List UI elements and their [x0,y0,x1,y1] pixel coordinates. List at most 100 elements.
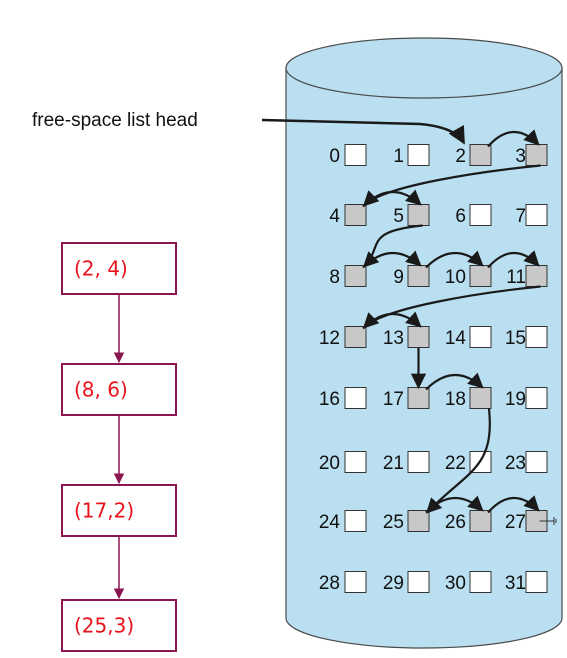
disk-block-28: 28 [319,571,367,594]
disk-block-27: 27 [505,510,548,533]
free-block-square [407,204,430,226]
block-number-8: 8 [329,267,340,288]
block-number-16: 16 [319,389,340,410]
block-number-7: 7 [515,206,526,227]
extent-label: (2, 4) [74,257,128,281]
free-block-square [469,510,492,532]
block-number-2: 2 [455,146,466,167]
extent-label: (17,2) [74,499,134,523]
free-link-arrow-18-25 [425,408,491,514]
disk-block-1: 1 [393,144,430,167]
block-number-10: 10 [445,267,466,288]
disk-block-8: 8 [329,265,367,288]
free-space-list-head-label: free-space list head [32,110,198,131]
free-block-square [344,265,367,287]
extent-box: (25,3) [61,599,177,652]
free-link-arrow-5-8 [362,224,423,268]
disk-block-29: 29 [383,571,430,594]
used-block-square [525,571,548,593]
free-link-arrow-8-9 [362,250,422,269]
disk-block-13: 13 [383,326,430,349]
block-number-15: 15 [505,328,526,349]
used-block-square [407,144,430,166]
free-link-arrow-9-10 [425,250,484,269]
free-link-arrow-25-26 [425,495,484,514]
disk-block-26: 26 [445,510,492,533]
free-link-arrow-26-27 [487,495,540,514]
block-number-24: 24 [319,512,341,533]
disk-block-7: 7 [515,204,548,227]
block-number-1: 1 [393,146,404,167]
used-block-square [344,387,367,409]
block-number-30: 30 [445,573,466,594]
used-block-square [469,204,492,226]
block-number-5: 5 [393,206,404,227]
null-terminator-icon [539,517,557,525]
block-number-13: 13 [383,328,404,349]
block-number-22: 22 [445,453,466,474]
block-number-19: 19 [505,389,526,410]
used-block-square [344,571,367,593]
block-number-14: 14 [445,328,467,349]
free-link-arrow-12-13 [362,311,422,330]
extent-box: (8, 6) [61,363,177,416]
extent-list: (2, 4) (8, 6) (17,2) (25,3) [61,242,177,652]
block-number-11: 11 [506,267,526,288]
disk-block-30: 30 [445,571,492,594]
disk-block-6: 6 [455,204,492,227]
disk-block-0: 0 [329,144,367,167]
used-block-square [525,387,548,409]
disk-block-20: 20 [319,451,367,474]
disk-block-21: 21 [383,451,430,474]
block-number-20: 20 [319,453,340,474]
block-number-27: 27 [505,512,526,533]
extent-label: (25,3) [74,614,134,638]
used-block-square [344,144,367,166]
disk-block-4: 4 [329,204,367,227]
free-block-square [407,510,430,532]
block-number-0: 0 [329,146,340,167]
disk-block-11: 11 [506,265,548,288]
free-block-square [344,204,367,226]
block-number-9: 9 [393,267,404,288]
block-number-29: 29 [383,573,404,594]
used-block-square [344,510,367,532]
free-block-square [469,265,492,287]
extent-box: (2, 4) [61,242,177,295]
free-block-square [407,326,430,348]
disk-block-31: 31 [505,571,548,594]
block-number-18: 18 [445,389,466,410]
free-link-arrow-4-5 [362,189,422,208]
free-block-square [469,387,492,409]
used-block-square [407,571,430,593]
disk-block-25: 25 [383,510,430,533]
used-block-square [525,204,548,226]
free-block-square [407,265,430,287]
disk-block-5: 5 [393,204,430,227]
free-block-square [407,387,430,409]
disk-block-18: 18 [445,387,492,410]
block-number-4: 4 [329,206,340,227]
block-number-6: 6 [455,206,466,227]
used-block-square [525,451,548,473]
block-number-31: 31 [505,573,526,594]
free-list-links [362,129,541,514]
disk-block-15: 15 [505,326,548,349]
disk-block-19: 19 [505,387,548,410]
disk-block-3: 3 [515,144,548,167]
block-number-25: 25 [383,512,404,533]
extent-box: (17,2) [61,484,177,537]
block-number-23: 23 [505,453,526,474]
disk-block-24: 24 [319,510,367,533]
disk-block-14: 14 [445,326,492,349]
extent-label: (8, 6) [74,378,128,402]
disk-block-10: 10 [445,265,492,288]
free-link-arrow-17-18 [425,372,484,391]
free-block-square [525,144,548,166]
block-number-3: 3 [515,146,526,167]
free-link-arrow-2-3 [487,129,540,148]
used-block-square [469,326,492,348]
used-block-square [469,571,492,593]
